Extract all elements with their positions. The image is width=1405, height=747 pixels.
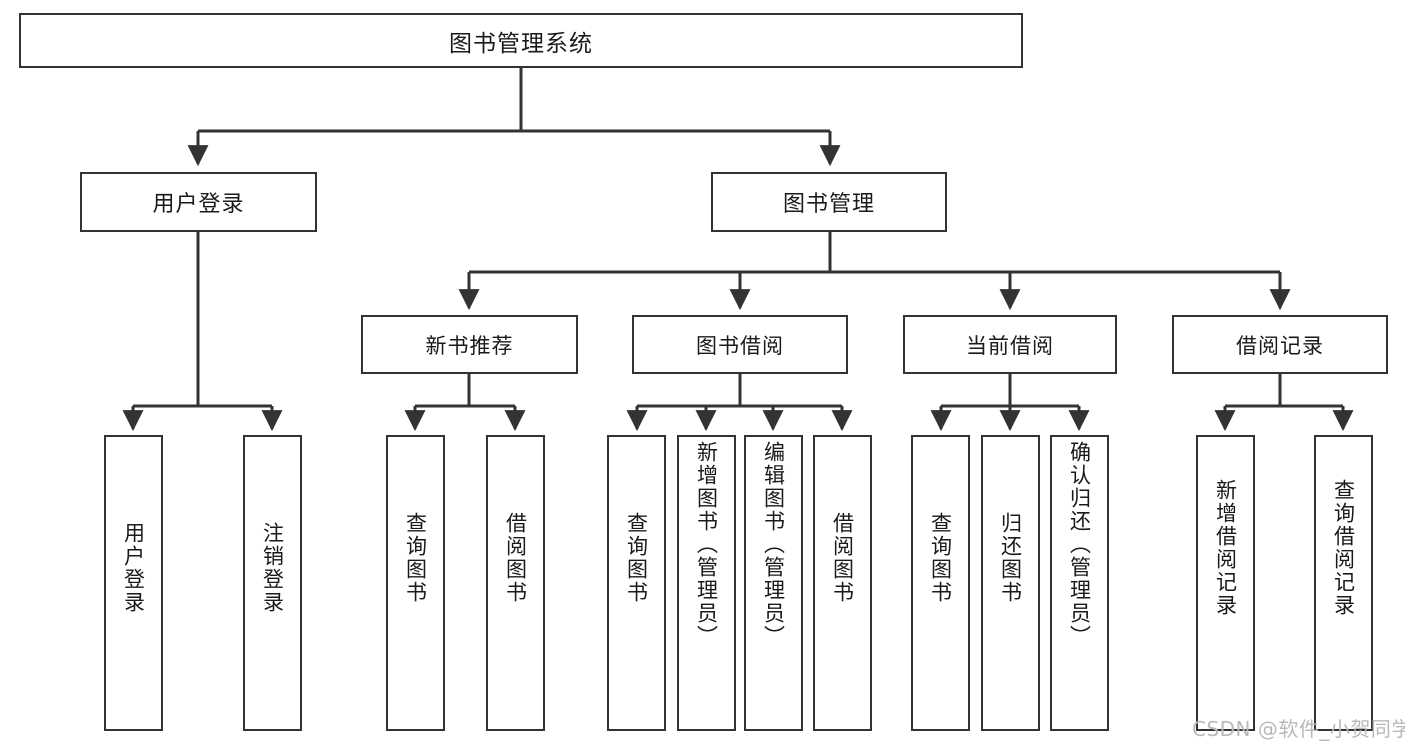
leaf-logout-label: 注销登录 [260,522,285,614]
leaf-edit-book-admin-label: 编辑图书（管理员） [761,441,786,648]
node-root-label: 图书管理系统 [449,30,593,57]
node-book-borrow-label: 图书借阅 [696,333,784,358]
leaf-add-borrow-record-label: 新增借阅记录 [1213,479,1238,617]
node-root[interactable]: 图书管理系统 [19,13,1023,68]
leaf-query-book-current[interactable]: 查询图书 [911,435,970,731]
leaf-borrow-book-label: 借阅图书 [830,512,855,604]
leaf-borrow-book-recommend-label: 借阅图书 [503,512,528,604]
leaf-logout[interactable]: 注销登录 [243,435,302,731]
leaf-borrow-book-recommend[interactable]: 借阅图书 [486,435,545,731]
node-borrow-record[interactable]: 借阅记录 [1172,315,1388,374]
node-borrow-record-label: 借阅记录 [1236,333,1324,358]
node-user-login[interactable]: 用户登录 [80,172,317,232]
leaf-confirm-return-admin-label: 确认归还（管理员） [1067,441,1092,648]
node-user-login-label: 用户登录 [152,192,245,217]
leaf-return-book[interactable]: 归还图书 [981,435,1040,731]
leaf-edit-book-admin[interactable]: 编辑图书（管理员） [744,435,803,731]
leaf-add-borrow-record[interactable]: 新增借阅记录 [1196,435,1255,731]
leaf-add-book-admin-label: 新增图书（管理员） [694,441,719,648]
node-new-book-recommend[interactable]: 新书推荐 [361,315,578,374]
node-new-book-recommend-label: 新书推荐 [425,333,514,358]
leaf-query-borrow-record[interactable]: 查询借阅记录 [1314,435,1373,731]
leaf-user-login[interactable]: 用户登录 [104,435,163,731]
leaf-query-borrow-record-label: 查询借阅记录 [1331,479,1356,617]
node-book-management[interactable]: 图书管理 [711,172,947,232]
leaf-query-book-recommend[interactable]: 查询图书 [386,435,445,731]
node-current-borrow-label: 当前借阅 [966,333,1054,358]
leaf-user-login-label: 用户登录 [121,522,146,614]
watermark: CSDN @软件_小贺同学 [1192,717,1405,741]
node-book-borrow[interactable]: 图书借阅 [632,315,848,374]
leaf-query-book-current-label: 查询图书 [928,512,953,604]
leaf-confirm-return-admin[interactable]: 确认归还（管理员） [1050,435,1109,731]
leaf-return-book-label: 归还图书 [998,512,1023,604]
leaf-borrow-book[interactable]: 借阅图书 [813,435,872,731]
leaf-query-book-borrow-label: 查询图书 [624,512,649,604]
node-book-management-label: 图书管理 [782,192,875,217]
node-current-borrow[interactable]: 当前借阅 [903,315,1117,374]
leaf-query-book-borrow[interactable]: 查询图书 [607,435,666,731]
leaf-query-book-recommend-label: 查询图书 [403,512,428,604]
leaf-add-book-admin[interactable]: 新增图书（管理员） [677,435,736,731]
